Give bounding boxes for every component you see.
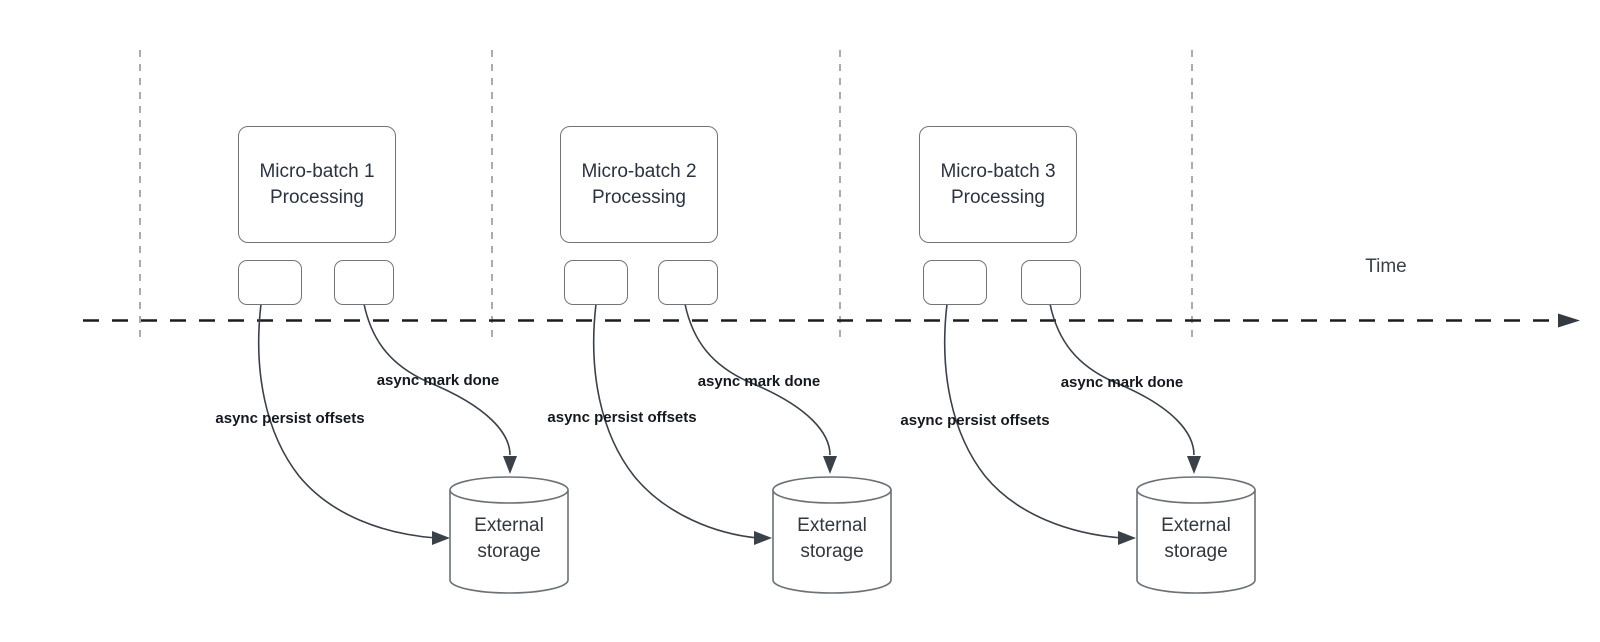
storage-label-2-line1: External: [797, 515, 867, 536]
mark-done-label-1: async mark done: [376, 372, 500, 389]
storage-label-2-line2: storage: [800, 541, 864, 562]
persist-offsets-arrow-3: [943, 303, 1123, 539]
storage-cylinder-2: [772, 476, 892, 594]
microbatch-2-title: Micro-batch 2 Processing: [581, 159, 696, 211]
storage-label-3-line1: External: [1161, 515, 1231, 536]
storage-cylinders: [449, 476, 1256, 594]
persist-offsets-label-1: async persist offsets: [215, 410, 365, 427]
async-arrowheads: [432, 456, 1201, 545]
microbatch-1-title-line2: Processing: [269, 186, 364, 208]
microbatch-1-processing-box: Micro-batch 1 Processing: [238, 126, 396, 243]
async-arrows: [257, 303, 1195, 539]
batch-boundary-guides: [139, 50, 1193, 340]
microbatch-3-processing-box: Micro-batch 3 Processing: [919, 126, 1077, 243]
persist-offsets-label-3: async persist offsets: [900, 412, 1050, 429]
offset-commit-box-1: [238, 260, 302, 305]
persist-offsets-arrow-1: [257, 303, 437, 539]
time-axis: [83, 313, 1580, 328]
time-axis-label: Time: [1365, 256, 1407, 277]
microbatch-1-title-line1: Micro-batch 1: [259, 160, 375, 182]
done-arrowhead-1: [503, 456, 517, 474]
storage-label-1: External storage: [450, 513, 568, 565]
mark-done-label-2: async mark done: [697, 373, 821, 390]
microbatch-2-title-line2: Processing: [591, 186, 686, 208]
offset-commit-box-2: [564, 260, 628, 305]
done-arrowhead-2: [823, 456, 837, 474]
microbatch-2-processing-box: Micro-batch 2 Processing: [560, 126, 718, 243]
mark-done-arrow-3: [1049, 303, 1195, 456]
done-commit-box-2: [658, 260, 718, 305]
done-commit-box-1: [334, 260, 394, 305]
done-arrowhead-3: [1187, 456, 1201, 474]
microbatch-3-title-line2: Processing: [950, 186, 1045, 208]
done-commit-box-3: [1021, 260, 1081, 305]
mark-done-label-3: async mark done: [1060, 374, 1184, 391]
storage-label-1-line1: External: [474, 515, 544, 536]
microbatch-1-title: Micro-batch 1 Processing: [259, 159, 374, 211]
storage-label-2: External storage: [773, 513, 891, 565]
mark-done-arrow-1: [363, 303, 511, 456]
offset-commit-box-3: [923, 260, 987, 305]
storage-cylinder-3: [1136, 476, 1256, 594]
storage-label-1-line2: storage: [477, 541, 541, 562]
time-axis-arrowhead: [1558, 313, 1580, 328]
persist-offsets-label-2: async persist offsets: [547, 409, 697, 426]
storage-label-3-line2: storage: [1164, 541, 1228, 562]
mark-done-arrow-2: [684, 303, 831, 456]
storage-cylinder-1: [449, 476, 569, 594]
storage-label-3: External storage: [1137, 513, 1255, 565]
persist-arrowhead-3: [1118, 531, 1136, 545]
persist-arrowhead-2: [754, 531, 772, 545]
persist-arrowhead-1: [432, 531, 450, 545]
microbatch-3-title: Micro-batch 3 Processing: [940, 159, 1055, 211]
microbatch-3-title-line1: Micro-batch 3: [940, 160, 1056, 182]
persist-offsets-arrow-2: [592, 303, 759, 539]
microbatch-2-title-line1: Micro-batch 2: [581, 160, 697, 182]
